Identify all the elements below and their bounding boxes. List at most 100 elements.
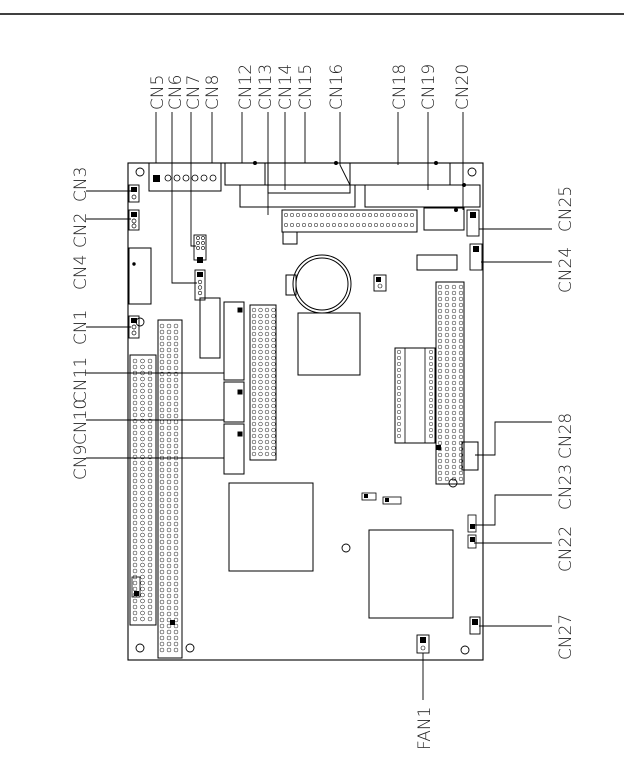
- pin: [147, 496, 153, 502]
- pin: [437, 386, 443, 392]
- mounting-hole: [135, 317, 145, 327]
- pin: [173, 635, 179, 641]
- pin: [444, 302, 450, 308]
- jumper-cn7: [193, 234, 207, 263]
- pin: [159, 377, 165, 383]
- pin: [132, 430, 138, 436]
- pin: [159, 383, 165, 389]
- pin: [428, 373, 434, 379]
- pin: [251, 409, 257, 415]
- pin: [307, 212, 313, 218]
- pin: [173, 533, 179, 539]
- pin: [444, 380, 450, 386]
- pin: [196, 246, 200, 250]
- pin: [159, 647, 165, 653]
- pin: [258, 433, 263, 439]
- pin: [166, 533, 172, 539]
- pin: [166, 479, 172, 485]
- pin: [258, 319, 263, 325]
- pin: [147, 574, 153, 580]
- pin: [159, 473, 165, 479]
- pin: [437, 332, 443, 338]
- pin: [271, 421, 276, 427]
- pin: [396, 379, 402, 385]
- pin: [451, 458, 457, 464]
- pin: [173, 377, 179, 383]
- pin: [159, 503, 165, 509]
- pin: [140, 478, 145, 484]
- pin: [159, 491, 165, 497]
- pin: [251, 355, 257, 361]
- pin: [140, 532, 145, 538]
- pin: [271, 427, 276, 433]
- pin: [251, 331, 257, 337]
- pin: [197, 285, 203, 290]
- pin: [451, 470, 457, 476]
- pin: [444, 368, 450, 374]
- pin: [147, 364, 153, 370]
- pin: [166, 509, 172, 515]
- pin: [451, 308, 457, 314]
- pin: [201, 241, 205, 245]
- pin: [159, 389, 165, 395]
- pin: [166, 557, 172, 563]
- pin: [140, 448, 145, 454]
- pin: [258, 361, 263, 367]
- pin: [258, 337, 263, 343]
- pin: [451, 452, 457, 458]
- pin: [403, 212, 409, 218]
- pin: [451, 290, 457, 296]
- pin: [271, 439, 276, 445]
- pin: [166, 347, 172, 353]
- pin: [451, 422, 457, 428]
- connector-cn5-cn8: [148, 162, 222, 192]
- pin: [451, 296, 457, 302]
- pin: [343, 222, 349, 228]
- pin: [140, 580, 145, 586]
- pin: [132, 610, 138, 616]
- pin: [319, 212, 325, 218]
- pin: [147, 376, 153, 382]
- pin: [159, 365, 165, 371]
- pin: [283, 222, 289, 228]
- pin: [173, 515, 179, 521]
- pin: [173, 467, 179, 473]
- pin: [166, 341, 172, 347]
- pin: [140, 364, 145, 370]
- pin: [458, 374, 464, 380]
- pin: [458, 410, 464, 416]
- pin: [258, 331, 263, 337]
- pin: [147, 418, 153, 424]
- labels-right: CN25 CN24 CN28 CN23 CN22 CN27: [556, 186, 576, 660]
- jumper-cn23: [467, 514, 477, 533]
- pin: [140, 520, 145, 526]
- pin: [159, 515, 165, 521]
- pin: [166, 593, 172, 599]
- label-cn20: CN20: [453, 64, 473, 110]
- pin: [147, 562, 153, 568]
- pin: [166, 431, 172, 437]
- pin: [166, 575, 172, 581]
- pin: [173, 605, 179, 611]
- pin: [132, 598, 138, 604]
- pin: [159, 431, 165, 437]
- pin: [444, 458, 450, 464]
- pin: [396, 391, 402, 397]
- pin: [428, 433, 434, 439]
- pin: [458, 308, 464, 314]
- pin: [396, 397, 402, 403]
- pin: [140, 406, 145, 412]
- pin: [159, 461, 165, 467]
- pin: [159, 467, 165, 473]
- pin: [132, 508, 138, 514]
- pin: [437, 464, 443, 470]
- pin: [159, 437, 165, 443]
- pin: [451, 338, 457, 344]
- pin: [159, 629, 165, 635]
- pin: [397, 222, 403, 228]
- connector-cn8-block: [199, 297, 221, 359]
- pin: [159, 407, 165, 413]
- pin: [251, 385, 257, 391]
- connector-cn28-block: [461, 441, 479, 471]
